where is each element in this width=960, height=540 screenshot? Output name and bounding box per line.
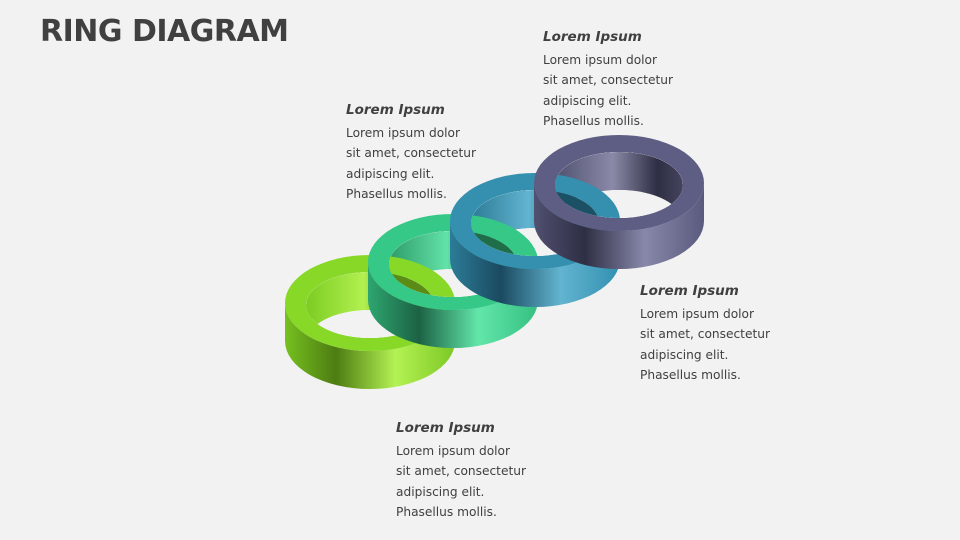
callout-line: Phasellus mollis. [346,187,447,202]
callout-line: adipiscing elit. [640,347,729,362]
callout-line: sit amet, consectetur [396,464,526,479]
callout-heading: Lorem Ipsum [543,29,642,45]
callout-line: Lorem ipsum dolor [346,126,461,140]
callout-purple: Lorem Ipsum Lorem ipsum dolor sit amet, … [543,29,743,132]
callout-line: Phasellus mollis. [543,114,644,129]
callout-green: Lorem Ipsum Lorem ipsum dolor sit amet, … [346,102,546,205]
page-title: RING DIAGRAM [40,14,289,49]
callout-line: Lorem ipsum dolor [543,53,658,67]
callout-blue: Lorem Ipsum Lorem ipsum dolor sit amet, … [640,283,840,386]
callout-line: adipiscing elit. [396,484,485,499]
callout-line: Phasellus mollis. [640,368,741,383]
callout-line: sit amet, consectetur [640,327,770,342]
callout-line: Lorem ipsum dolor [396,444,511,458]
callout-line: adipiscing elit. [346,166,435,181]
callout-line: Phasellus mollis. [396,505,497,520]
callout-line: sit amet, consectetur [543,73,673,88]
callout-line: Lorem ipsum dolor [640,307,755,321]
callout-heading: Lorem Ipsum [640,283,739,299]
ring-purple [534,135,704,269]
callout-line: adipiscing elit. [543,93,632,108]
callout-line: sit amet, consectetur [346,146,476,161]
callout-heading: Lorem Ipsum [346,102,445,118]
callout-lime: Lorem Ipsum Lorem ipsum dolor sit amet, … [396,420,596,523]
callout-heading: Lorem Ipsum [396,420,495,436]
